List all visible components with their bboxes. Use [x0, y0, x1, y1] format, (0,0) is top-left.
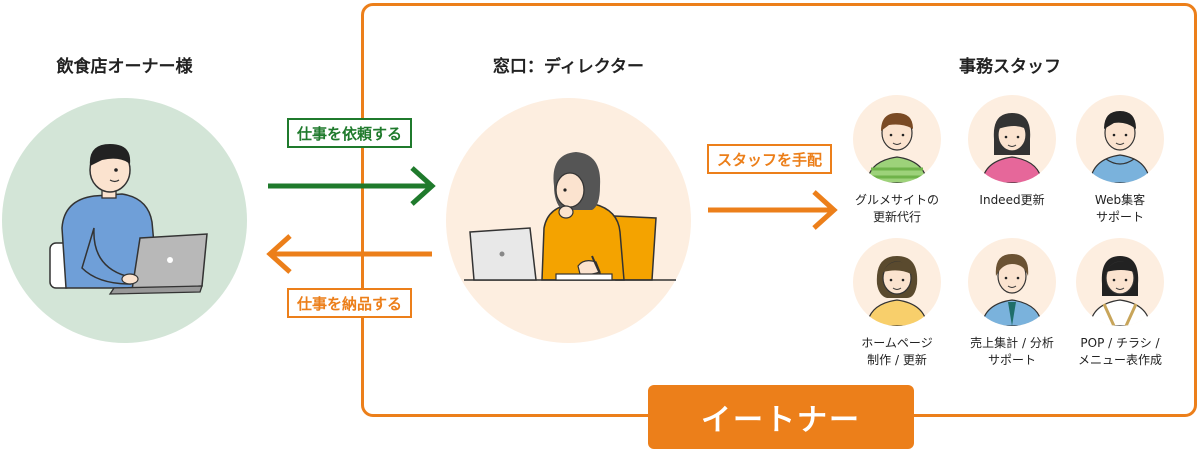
staff-avatar-pop — [1076, 238, 1164, 326]
assign-arrow — [708, 190, 838, 230]
brand-label: イートナー — [648, 385, 914, 449]
task-label-sales: 売上集計 / 分析サポート — [970, 336, 1054, 367]
director-illustration — [464, 152, 676, 281]
director-circle — [446, 98, 691, 343]
staff-avatar-web — [1076, 95, 1164, 183]
request-tag: 仕事を依頼する — [287, 118, 413, 148]
task-label-web: Web集客サポート — [1094, 193, 1146, 224]
owner-circle — [2, 98, 247, 343]
deliver-arrow — [266, 234, 432, 274]
staff-avatar-homepage — [853, 238, 941, 326]
owner-illustration — [49, 144, 208, 295]
staff-heading: 事務スタッフ — [959, 57, 1061, 77]
staff-avatar-indeed — [968, 95, 1056, 183]
task-label-indeed: Indeed更新 — [979, 193, 1045, 207]
staff-avatar-gourmet — [853, 95, 941, 183]
task-label-pop: POP / チラシ /メニュー表作成 — [1077, 336, 1162, 367]
task-label-homepage: ホームページ制作 / 更新 — [861, 336, 933, 367]
task-label-gourmet: グルメサイトの更新代行 — [854, 193, 939, 224]
request-arrow — [268, 166, 436, 206]
staff-avatar-sales — [968, 238, 1056, 326]
director-heading: 窓口：ディレクター — [492, 57, 645, 77]
assign-tag: スタッフを手配 — [707, 144, 833, 174]
owner-heading: 飲食店オーナー様 — [56, 57, 193, 77]
deliver-tag: 仕事を納品する — [287, 288, 413, 318]
